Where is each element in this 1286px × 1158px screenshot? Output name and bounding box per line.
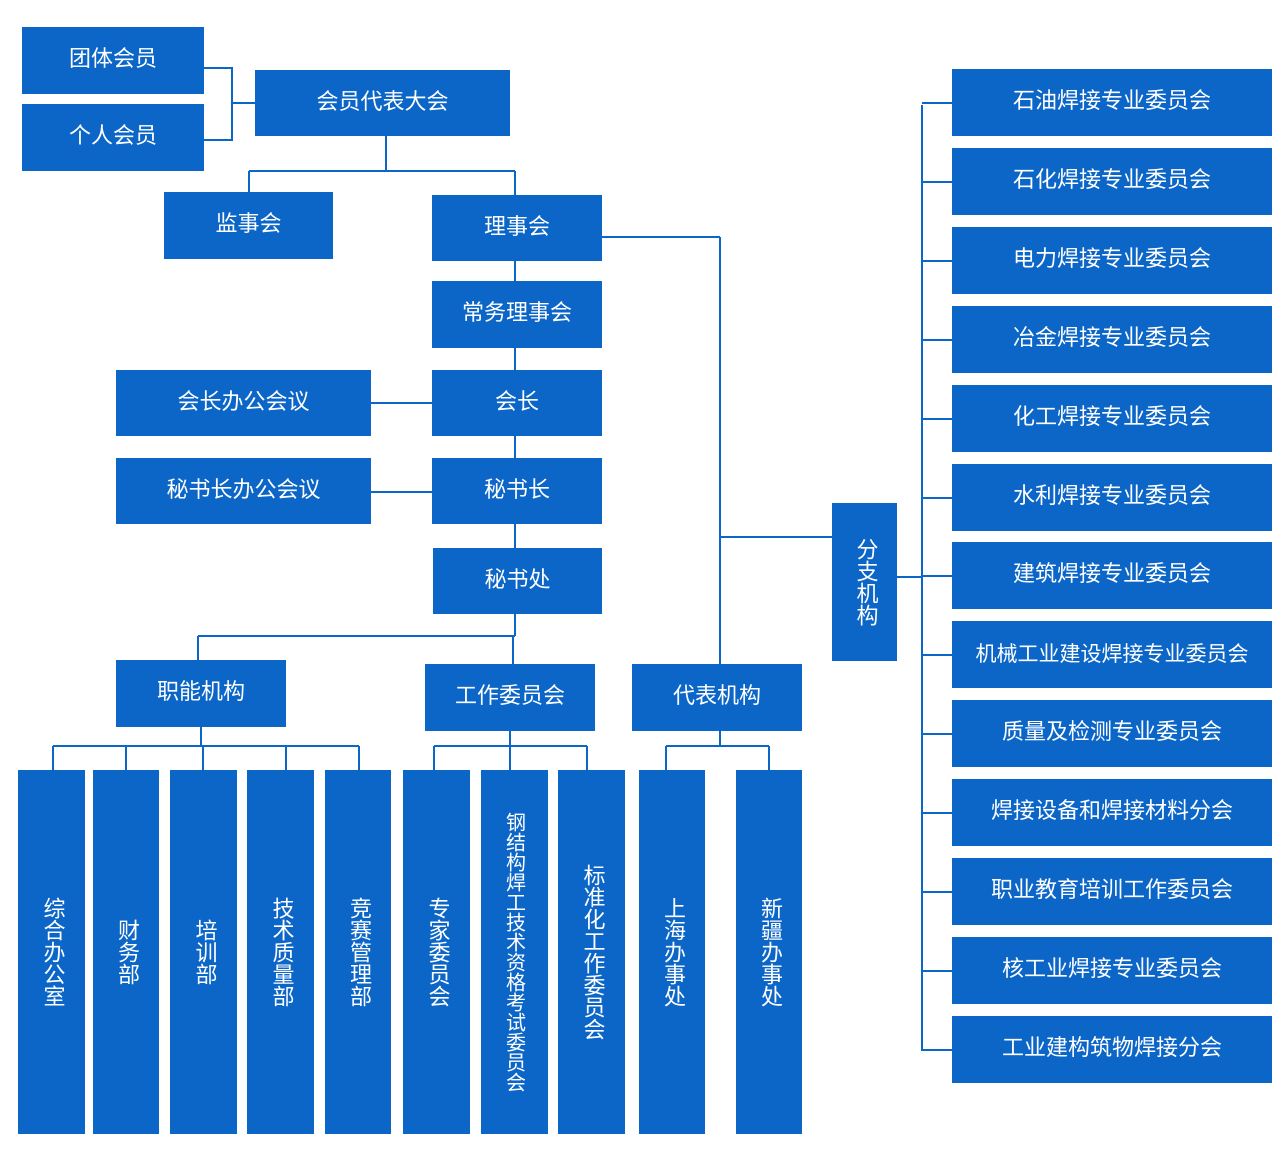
steel-welder-exam-committee-box: 钢结构焊工技术资格考试委员会 [481,770,548,1134]
branch-committee-box: 冶金焊接专业委员会 [952,306,1272,373]
branch-committee-box: 质量及检测专业委员会 [952,700,1272,767]
representative-bodies-box: 代表机构 [632,664,802,731]
president-box: 会长 [432,370,602,436]
xinjiang-office-box: 新疆办事处 [736,770,802,1134]
functional-bodies-box: 职能机构 [116,660,286,727]
secretariat-box: 秘书处 [433,548,602,614]
dept-finance-box: 财务部 [93,770,159,1134]
group-member-box: 团体会员 [22,27,204,94]
dept-competition-box: 竞赛管理部 [325,770,391,1134]
working-committees-box: 工作委员会 [425,664,595,731]
branch-committee-box: 石化焊接专业委员会 [952,148,1272,215]
branch-committee-box: 机械工业建设焊接专业委员会 [952,621,1272,688]
branch-committee-box: 职业教育培训工作委员会 [952,858,1272,925]
shanghai-office-box: 上海办事处 [639,770,705,1134]
dept-training-box: 培训部 [170,770,237,1134]
dept-technical-quality-box: 技术质量部 [247,770,314,1134]
branch-committee-box: 电力焊接专业委员会 [952,227,1272,294]
president-office-meeting-box: 会长办公会议 [116,370,371,436]
standardization-committee-box: 标准化工作委员会 [558,770,625,1134]
branch-committee-box: 水利焊接专业委员会 [952,464,1272,531]
branch-committee-box: 工业建构筑物焊接分会 [952,1016,1272,1083]
congress-box: 会员代表大会 [255,70,510,136]
supervisory-board-box: 监事会 [164,192,333,259]
branch-committee-box: 核工业焊接专业委员会 [952,937,1272,1004]
standing-council-box: 常务理事会 [432,281,602,348]
branch-committee-box: 焊接设备和焊接材料分会 [952,779,1272,846]
expert-committee-box: 专家委员会 [403,770,470,1134]
council-box: 理事会 [432,195,602,261]
secretary-general-office-meeting-box: 秘书长办公会议 [116,458,371,524]
branch-committee-box: 石油焊接专业委员会 [952,69,1272,136]
dept-general-office-box: 综合办公室 [18,770,85,1134]
individual-member-box: 个人会员 [22,104,204,171]
branch-committee-box: 化工焊接专业委员会 [952,385,1272,452]
branch-committee-box: 建筑焊接专业委员会 [952,542,1272,609]
secretary-general-box: 秘书长 [432,458,602,524]
branch-bodies-box: 分支机构 [832,503,897,661]
